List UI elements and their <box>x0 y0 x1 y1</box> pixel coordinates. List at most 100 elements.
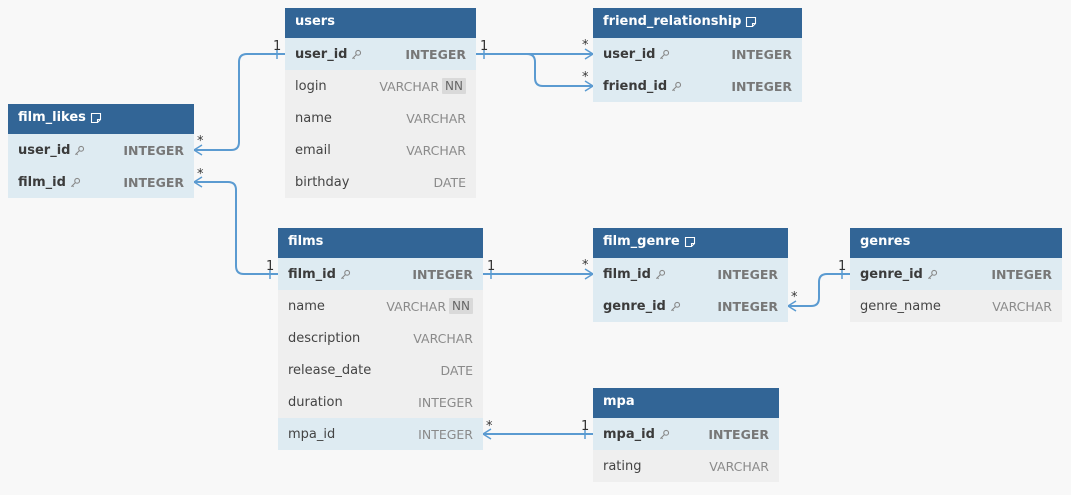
column-type: INTEGER <box>418 427 473 442</box>
column-name: film_id <box>18 175 81 190</box>
table-header[interactable]: film_likes <box>8 104 194 134</box>
cardinality-label: * <box>582 38 589 53</box>
column-row[interactable]: birthday DATE <box>285 166 476 198</box>
column-name-text: release_date <box>288 362 372 378</box>
many-marker <box>584 268 594 280</box>
column-row[interactable]: user_id INTEGER <box>8 134 194 166</box>
column-name: genre_id <box>603 299 681 314</box>
column-type-text: INTEGER <box>123 142 184 158</box>
relationship-line[interactable] <box>194 181 278 275</box>
column-type: VARCHAR <box>406 143 466 158</box>
cardinality-label: 1 <box>838 259 846 274</box>
table-genres[interactable]: genres genre_id INTEGER genre_name VARCHAR <box>850 228 1062 322</box>
many-marker <box>482 428 492 440</box>
column-row[interactable]: genre_id INTEGER <box>850 258 1062 290</box>
table-header[interactable]: friend_relationship <box>593 8 802 38</box>
column-type: INTEGER <box>717 267 778 282</box>
column-type-text: VARCHAR <box>992 298 1052 314</box>
cardinality-label: 1 <box>487 259 495 274</box>
column-name: name <box>295 111 332 126</box>
many-marker <box>193 176 203 188</box>
column-type: INTEGER <box>991 267 1052 282</box>
column-name: birthday <box>295 175 349 190</box>
note-icon[interactable] <box>745 14 757 28</box>
column-type: VARCHAR <box>406 111 466 126</box>
column-name-text: birthday <box>295 174 350 190</box>
key-icon <box>655 269 666 280</box>
relationship-line[interactable] <box>194 53 285 151</box>
relationship-line[interactable] <box>476 53 593 87</box>
column-name-text: mpa_id <box>603 426 655 442</box>
column-row[interactable]: name VARCHAR <box>285 102 476 134</box>
column-name-text: user_id <box>603 46 656 62</box>
column-type: INTEGER <box>123 143 184 158</box>
table-header[interactable]: users <box>285 8 476 38</box>
column-type-text: INTEGER <box>717 298 778 314</box>
column-row[interactable]: email VARCHAR <box>285 134 476 166</box>
column-name-text: genre_id <box>860 266 923 282</box>
cardinality-label: 1 <box>581 419 589 434</box>
column-name-text: name <box>295 110 332 126</box>
column-type: VARCHAR <box>413 331 473 346</box>
column-row[interactable]: film_id INTEGER <box>278 258 483 290</box>
column-type-text: VARCHAR <box>386 298 447 314</box>
column-row[interactable]: film_id INTEGER <box>593 258 788 290</box>
table-name: users <box>295 14 335 29</box>
column-type: INTEGER <box>717 299 778 314</box>
column-row[interactable]: genre_id INTEGER <box>593 290 788 322</box>
column-name-text: user_id <box>18 142 71 158</box>
column-type: DATE <box>433 175 466 190</box>
relationship-line[interactable] <box>788 273 850 307</box>
column-name: login <box>295 79 327 94</box>
key-icon <box>74 145 85 156</box>
table-name: mpa <box>603 394 635 409</box>
key-icon <box>659 49 670 60</box>
table-header[interactable]: films <box>278 228 483 258</box>
table-header[interactable]: film_genre <box>593 228 788 258</box>
column-name-text: user_id <box>295 46 348 62</box>
table-header[interactable]: mpa <box>593 388 779 418</box>
column-name: genre_name <box>860 299 941 314</box>
column-name-text: rating <box>603 458 642 474</box>
column-type: DATE <box>440 363 473 378</box>
column-row[interactable]: mpa_id INTEGER <box>278 418 483 450</box>
column-name-text: film_id <box>603 266 651 282</box>
column-name-text: mpa_id <box>288 426 336 442</box>
key-icon <box>659 429 670 440</box>
not-null-badge: NN <box>449 298 473 314</box>
column-type: INTEGER <box>412 267 473 282</box>
column-name: email <box>295 143 331 158</box>
column-row[interactable]: release_date DATE <box>278 354 483 386</box>
cardinality-label: * <box>582 70 589 85</box>
note-icon[interactable] <box>90 110 102 124</box>
column-name: mpa_id <box>288 427 335 442</box>
cardinality-label: * <box>486 419 493 434</box>
column-name: user_id <box>18 143 85 158</box>
column-type-text: INTEGER <box>418 394 473 410</box>
column-name: film_id <box>288 267 351 282</box>
column-type-text: VARCHAR <box>406 110 466 126</box>
table-name: films <box>288 234 324 249</box>
column-name: user_id <box>603 47 670 62</box>
note-icon[interactable] <box>684 234 696 248</box>
column-row[interactable]: genre_name VARCHAR <box>850 290 1062 322</box>
table-header[interactable]: genres <box>850 228 1062 258</box>
column-type-text: INTEGER <box>731 78 792 94</box>
